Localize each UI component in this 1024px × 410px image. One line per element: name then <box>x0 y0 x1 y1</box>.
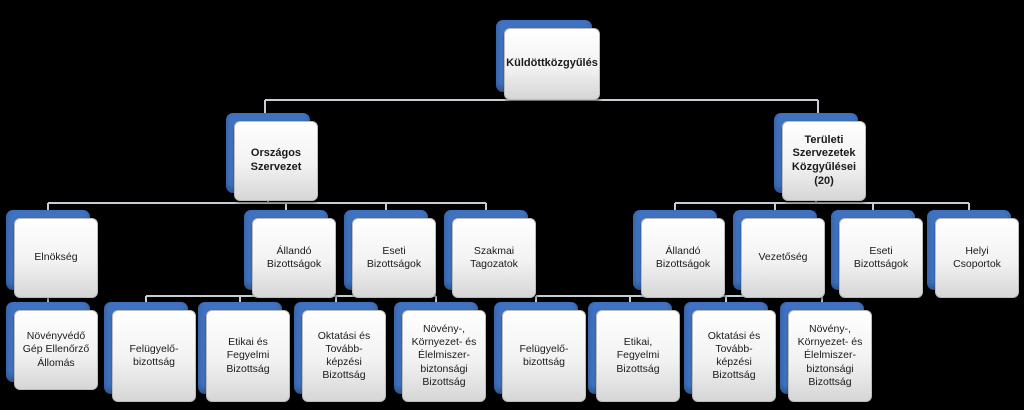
node-noveny-kornyezet-teruleti-label: Növény-, Környezet- és Élelmiszer- bizto… <box>788 310 872 402</box>
node-noveny-kornyezet-orszagos-label: Növény-, Környezet- és Élelmiszer- bizto… <box>402 310 486 402</box>
node-teruleti-szervezetek-label: Területi Szervezetek Közgyűlései (20) <box>782 121 866 201</box>
node-vezetoseg-label: Vezetőség <box>741 218 825 298</box>
node-helyi-csoportok-label: Helyi Csoportok <box>935 218 1019 298</box>
node-allando-bizottsagok-orszagos-label: Állandó Bizottságok <box>252 218 336 298</box>
node-eseti-bizottsagok-teruleti-label: Eseti Bizottságok <box>839 218 923 298</box>
node-oktatasi-tovabbkepzesi-orszagos-label: Oktatási és Tovább- képzési Bizottság <box>302 310 386 402</box>
node-allando-bizottsagok-teruleti-label: Állandó Bizottságok <box>641 218 725 298</box>
node-novenyvedo-gep-allomas-label: Növényvédő Gép Ellenőrző Állomás <box>14 310 98 390</box>
node-eseti-bizottsagok-orszagos-label: Eseti Bizottságok <box>352 218 436 298</box>
node-etikai-fegyelmi-teruleti-label: Etikai, Fegyelmi Bizottság <box>596 310 680 402</box>
node-felugyelo-bizottsag-teruleti-label: Felügyelő- bizottság <box>502 310 586 402</box>
node-oktatasi-tovabbkepzesi-teruleti-label: Oktatási és Tovább- képzési Bizottság <box>692 310 776 402</box>
node-orszagos-szervezet-label: Országos Szervezet <box>234 121 318 201</box>
node-szakmai-tagozatok-label: Szakmai Tagozatok <box>452 218 536 298</box>
node-etikai-fegyelmi-orszagos-label: Etikai és Fegyelmi Bizottság <box>206 310 290 402</box>
node-elnokseg-label: Elnökség <box>14 218 98 298</box>
node-kuldottkozgyules-label: Küldöttközgyűlés <box>504 28 600 100</box>
node-felugyelo-bizottsag-orszagos-label: Felügyelő- bizottság <box>112 310 196 402</box>
